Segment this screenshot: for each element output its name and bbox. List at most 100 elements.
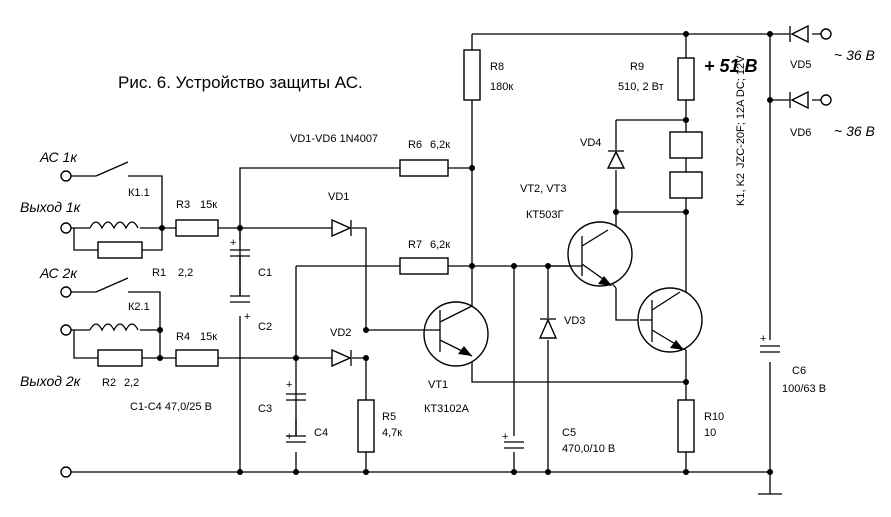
vd2-label: VD2 (330, 327, 351, 339)
diode-vd3 (538, 318, 558, 339)
terminals (60, 28, 832, 478)
terminal-out1-label: Выход 1к (20, 199, 82, 215)
capacitor-c5 (504, 441, 524, 449)
r8-label: R8 (490, 61, 504, 73)
terminal-ac2-label: АС 2к (39, 265, 78, 281)
k11-label: К1.1 (128, 187, 150, 199)
r6-label: R6 (408, 139, 422, 151)
terminal-ac1 (60, 170, 72, 182)
resistor-r7 (399, 257, 449, 275)
vt1-label: VT1 (428, 379, 448, 391)
c5-label: C5 (562, 427, 576, 439)
vd5-label: VD5 (790, 59, 811, 71)
transistor-vt1 (423, 301, 489, 367)
diodes (331, 24, 809, 368)
resistor-r2 (97, 349, 143, 367)
relay-note: K1, K2 (735, 173, 747, 206)
r2-value: 2,2 (124, 377, 139, 389)
terminal-ground (60, 466, 72, 478)
supply-label: + 51 В (704, 56, 758, 76)
c6-plus: + (760, 333, 766, 345)
resistor-r5 (357, 399, 375, 453)
relay-coil-k2 (669, 171, 703, 199)
resistor-r4 (175, 349, 219, 367)
r3-label: R3 (176, 199, 190, 211)
c1-plus: + (230, 237, 236, 249)
relay-type: JZC-20F; 12A DC; 12V (735, 55, 747, 168)
vd3-label: VD3 (564, 315, 585, 327)
capacitor-c6 (760, 345, 780, 353)
resistor-r9 (677, 57, 695, 101)
c1-label: C1 (258, 267, 272, 279)
c6-label: C6 (792, 365, 806, 377)
resistor-r8 (463, 49, 481, 101)
terminal-vac2-label: ~ 36 В (834, 123, 875, 139)
r9-label: R9 (630, 61, 644, 73)
r10-value: 10 (704, 427, 716, 439)
c3-plus: + (286, 379, 292, 391)
relay-coils (669, 131, 703, 199)
transistors-note: VT2, VT3 (520, 183, 566, 195)
r8-value: 180к (490, 81, 513, 93)
r5-label: R5 (382, 411, 396, 423)
transistor-vt2 (548, 221, 633, 287)
diode-vd4 (606, 150, 626, 169)
terminal-vac1-label: ~ 36 В (834, 47, 875, 63)
vd4-label: VD4 (580, 137, 601, 149)
r1-value: 2,2 (178, 267, 193, 279)
transistors (423, 221, 703, 367)
transistors-type: КТ503Г (526, 209, 563, 221)
vd1-label: VD1 (328, 191, 349, 203)
terminal-vac2 (820, 94, 832, 106)
r6-value: 6,2к (430, 139, 450, 151)
caps-note: C1-C4 47,0/25 В (130, 401, 212, 413)
diodes-note: VD1-VD6 1N4007 (290, 133, 378, 145)
c5-plus: + (502, 431, 508, 443)
r10-label: R10 (704, 411, 724, 423)
c6-value: 100/63 В (782, 383, 826, 395)
r9-value: 510, 2 Вт (618, 81, 664, 93)
c3-label: C3 (258, 403, 272, 415)
r7-value: 6,2к (430, 239, 450, 251)
resistor-r6 (399, 159, 449, 177)
r2-label: R2 (102, 377, 116, 389)
resistor-r1 (97, 241, 143, 259)
terminal-out1 (60, 222, 72, 234)
capacitor-c4 (286, 435, 306, 443)
inductors (89, 221, 139, 332)
transistor-vt3 (637, 287, 703, 353)
terminal-out2 (60, 324, 72, 336)
r4-value: 15к (200, 331, 217, 343)
r4-label: R4 (176, 331, 190, 343)
r1-label: R1 (152, 267, 166, 279)
diode-vd6 (789, 90, 809, 110)
vt1-type: КТ3102А (424, 403, 470, 415)
labels: Рис. 6. Устройство защиты АС. + 51 В VD1… (20, 47, 875, 455)
relay-coil-k1 (669, 131, 703, 159)
diode-vd2 (331, 348, 352, 368)
c5-value: 470,0/10 В (562, 443, 615, 455)
terminal-ac1-label: АС 1к (39, 149, 78, 165)
c2-label: C2 (258, 321, 272, 333)
diode-vd1 (331, 218, 352, 238)
resistor-r3 (175, 219, 219, 237)
c2-plus: + (244, 311, 250, 323)
terminal-vac1 (820, 28, 832, 40)
c4-plus: + (286, 431, 292, 443)
resistors (97, 49, 695, 453)
junctions (157, 31, 773, 475)
capacitors (230, 249, 780, 449)
wires (70, 33, 822, 495)
vd6-label: VD6 (790, 127, 811, 139)
capacitor-c2 (230, 295, 250, 303)
resistor-r10 (677, 399, 695, 453)
r7-label: R7 (408, 239, 422, 251)
k21-label: К2.1 (128, 301, 150, 313)
r3-value: 15к (200, 199, 217, 211)
terminal-ac2 (60, 286, 72, 298)
terminal-out2-label: Выход 2к (20, 373, 82, 389)
inductor-channel-1 (89, 221, 139, 230)
c4-label: C4 (314, 427, 328, 439)
